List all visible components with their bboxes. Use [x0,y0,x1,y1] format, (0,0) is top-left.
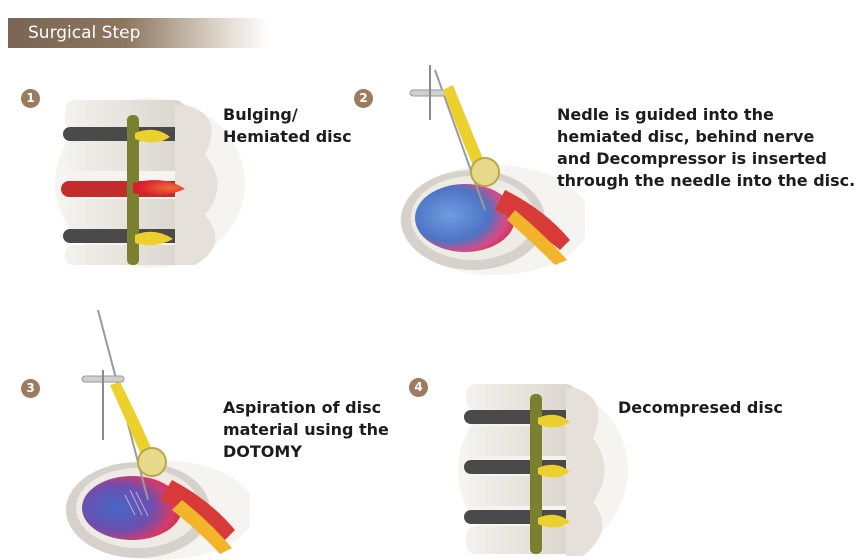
step-2-line-4: through the needle into the disc. [557,171,856,190]
step-4-badge: 4 [409,378,428,397]
step-1-caption: Bulging/ Hemiated disc [223,104,352,148]
step-1-line-1: Bulging/ [223,105,298,124]
step-2-line-3: and Decompressor is inserted [557,149,827,168]
step-2-badge: 2 [354,89,373,108]
step-2-caption: Nedle is guided into the hemiated disc, … [557,104,855,192]
disc-aspiration-illustration [65,310,250,560]
section-title: Surgical Step [28,23,141,43]
step-4-line-1: Decompresed disc [618,398,783,417]
step-3-line-1: Aspiration of disc [223,398,382,417]
step-2-line-2: hemiated disc, behind nerve [557,127,815,146]
step-3-badge: 3 [21,379,40,398]
needle-insertion-illustration [400,65,585,275]
step-4-caption: Decompresed disc [618,397,783,419]
step-3-line-3: DOTOMY [223,442,302,461]
section-header: Surgical Step [8,18,268,48]
step-2-line-1: Nedle is guided into the [557,105,774,124]
spine-bulging-disc-illustration [55,98,245,268]
step-3-line-2: material using the [223,420,389,439]
step-1-line-2: Hemiated disc [223,127,352,146]
spine-decompressed-disc-illustration [458,384,628,556]
step-3-caption: Aspiration of disc material using the DO… [223,397,389,463]
step-1-badge: 1 [21,89,40,108]
